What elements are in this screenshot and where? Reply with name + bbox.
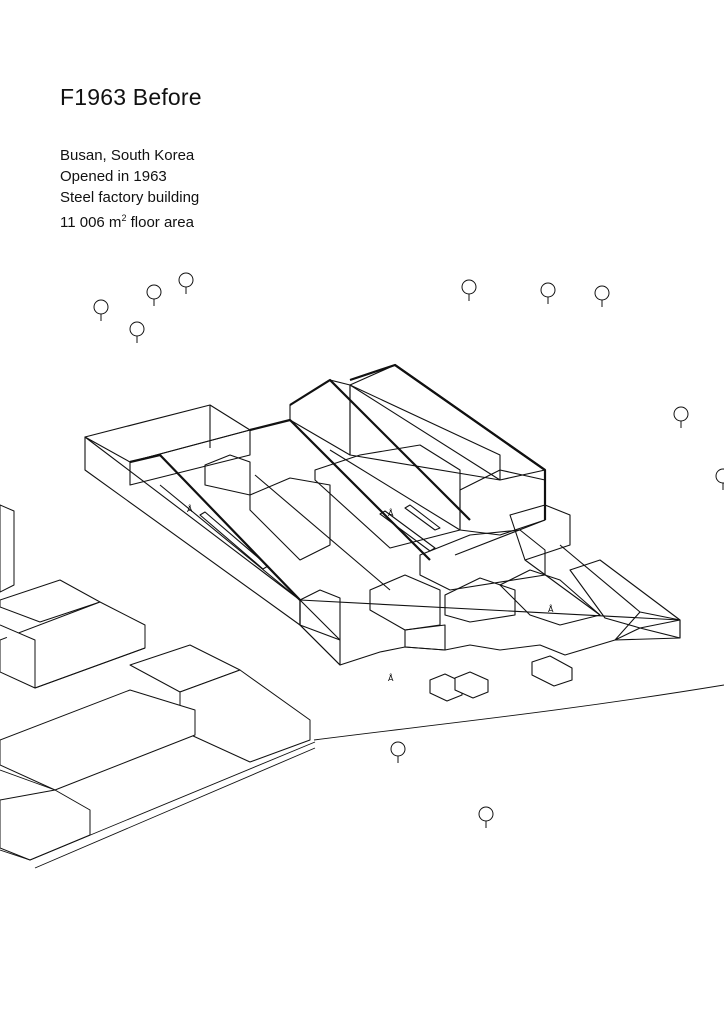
info-area-suffix: floor area (126, 214, 194, 231)
svg-text:Å: Å (187, 503, 193, 514)
person-icon: Å Å Å Å (187, 503, 554, 683)
factory-building (84, 363, 681, 666)
tree-icon (93, 272, 724, 828)
info-opened: Opened in 1963 (60, 168, 167, 185)
svg-text:Å: Å (388, 672, 394, 683)
info-type: Steel factory building (60, 189, 200, 206)
page-title: F1963 Before (60, 84, 202, 110)
info-area-sup: 2 (121, 213, 127, 223)
info-location: Busan, South Korea (60, 147, 195, 164)
truck-icon (429, 655, 573, 702)
project-info: Busan, South Korea Opened in 1963 Steel … (60, 145, 199, 233)
context-buildings (0, 504, 316, 869)
info-area: 11 006 m2 floor area (60, 208, 199, 233)
svg-text:Å: Å (388, 507, 394, 518)
site-boundary (313, 684, 724, 741)
info-area-number: 11 006 m (60, 214, 122, 231)
svg-text:Å: Å (548, 603, 554, 614)
